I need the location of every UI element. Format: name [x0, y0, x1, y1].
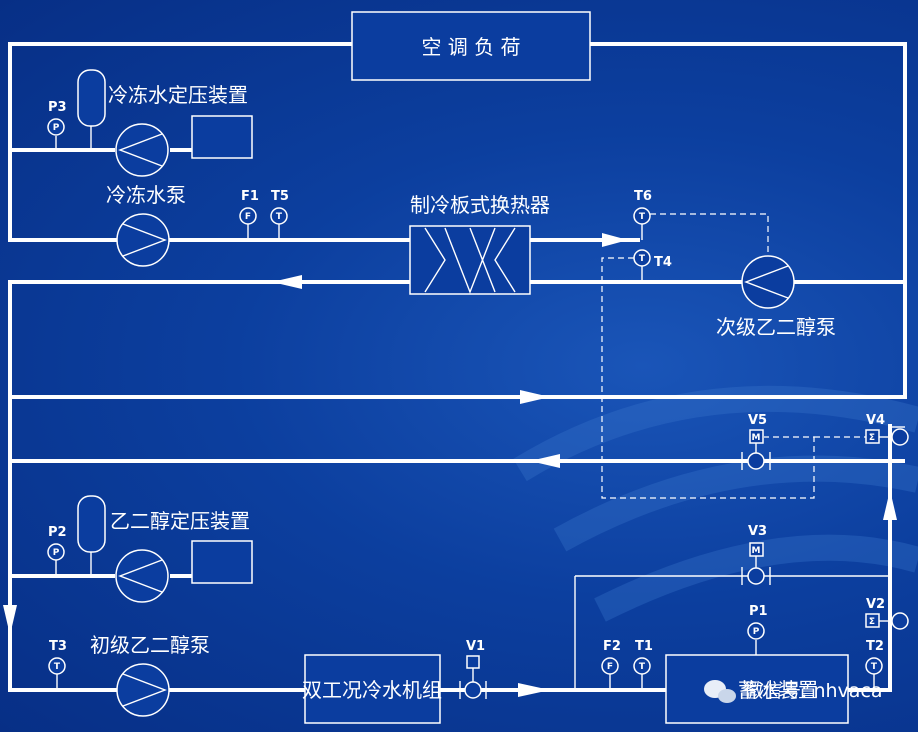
ice-storage-box	[665, 654, 849, 724]
thermometer-icon	[48, 657, 66, 675]
pressure-gauge-icon	[747, 622, 765, 640]
svg-text:P: P	[753, 627, 760, 637]
svg-text:F: F	[245, 212, 251, 222]
thermometer-icon	[270, 207, 288, 225]
glycol-expansion-tank	[77, 495, 106, 553]
chw-pump-label: 冷冻水泵	[106, 183, 186, 207]
tag-t1: T1	[635, 639, 653, 654]
flow-arrow	[602, 233, 628, 247]
secondary-glycol-pump-icon	[741, 255, 795, 309]
chiller-label: 双工况冷水机组	[302, 678, 442, 702]
tag-v1: V1	[466, 639, 485, 654]
svg-text:T: T	[639, 662, 646, 672]
background-swirl	[553, 455, 918, 552]
flow-arrow	[3, 605, 17, 635]
flow-arrow	[520, 390, 550, 404]
tag-t2: T2	[866, 639, 884, 654]
svg-text:Σ: Σ	[869, 433, 875, 443]
tag-t4: T4	[654, 255, 672, 270]
svg-text:M: M	[752, 546, 761, 556]
tag-p3: P3	[48, 100, 67, 115]
chw-expansion-tank	[77, 69, 106, 127]
valve-v2-icon	[891, 612, 909, 630]
watermark-text: 微信号: nhvaca	[744, 680, 883, 702]
tag-t3: T3	[49, 639, 67, 654]
tag-v2: V2	[866, 597, 885, 612]
flow-arrow	[272, 275, 302, 289]
glycol-pressurization-pump-icon	[115, 549, 169, 603]
wechat-watermark: 微信号: nhvaca	[704, 680, 883, 703]
pressure-gauge-icon	[47, 543, 65, 561]
chw-pressurization-box	[191, 115, 253, 159]
valve-actuator-icon	[466, 655, 480, 669]
chw-pressurization-label: 冷冻水定压装置	[108, 83, 248, 107]
ac-load-label: 空 调 负 荷	[421, 35, 520, 59]
tag-v3: V3	[748, 524, 767, 539]
tag-v4: V4	[866, 413, 885, 428]
flow-meter-icon	[239, 207, 257, 225]
ac-load-box	[351, 11, 591, 81]
thermometer-icon	[633, 207, 651, 225]
tag-p1: P1	[749, 604, 768, 619]
svg-text:T: T	[276, 212, 283, 222]
chw-pump-icon	[116, 213, 170, 267]
glycol-pressurization-label: 乙二醇定压装置	[110, 509, 250, 533]
valve-v1-icon	[464, 681, 482, 699]
valve-v4-icon	[891, 428, 909, 446]
plate-heat-exchanger	[409, 225, 531, 295]
svg-text:F: F	[607, 662, 613, 672]
svg-text:M: M	[752, 433, 761, 443]
dual-mode-chiller-box	[304, 654, 441, 724]
heat-exchanger-label: 制冷板式换热器	[410, 193, 550, 217]
flow-arrow	[518, 683, 550, 697]
svg-text:P: P	[53, 548, 60, 558]
background-swirl	[513, 385, 918, 482]
tag-f1: F1	[241, 189, 259, 204]
tag-p2: P2	[48, 525, 67, 540]
svg-text:T: T	[639, 212, 646, 222]
svg-text:T: T	[639, 254, 646, 264]
glycol-pressurization-box	[191, 540, 253, 584]
tag-v5: V5	[748, 413, 767, 428]
flow-arrow	[883, 490, 897, 520]
ice-storage-label: 蓄冰装置	[738, 678, 818, 702]
secondary-pump-label: 次级乙二醇泵	[716, 315, 836, 339]
thermometer-icon	[633, 657, 651, 675]
flow-arrow	[530, 454, 560, 468]
valve-v3-icon	[747, 567, 765, 585]
tag-t6: T6	[634, 189, 652, 204]
svg-text:P: P	[53, 123, 60, 133]
thermometer-icon	[865, 657, 883, 675]
primary-glycol-pump-icon	[116, 663, 170, 717]
svg-text:T: T	[871, 662, 878, 672]
primary-pump-label: 初级乙二醇泵	[90, 633, 210, 657]
svg-text:Σ: Σ	[869, 617, 875, 627]
svg-text:T: T	[54, 662, 61, 672]
flow-meter-icon	[601, 657, 619, 675]
background-swirl	[594, 534, 918, 622]
chw-pressurization-pump-icon	[115, 123, 169, 177]
valve-v5-icon	[747, 452, 765, 470]
tag-f2: F2	[603, 639, 621, 654]
tag-t5: T5	[271, 189, 289, 204]
pressure-gauge-icon	[47, 118, 65, 136]
